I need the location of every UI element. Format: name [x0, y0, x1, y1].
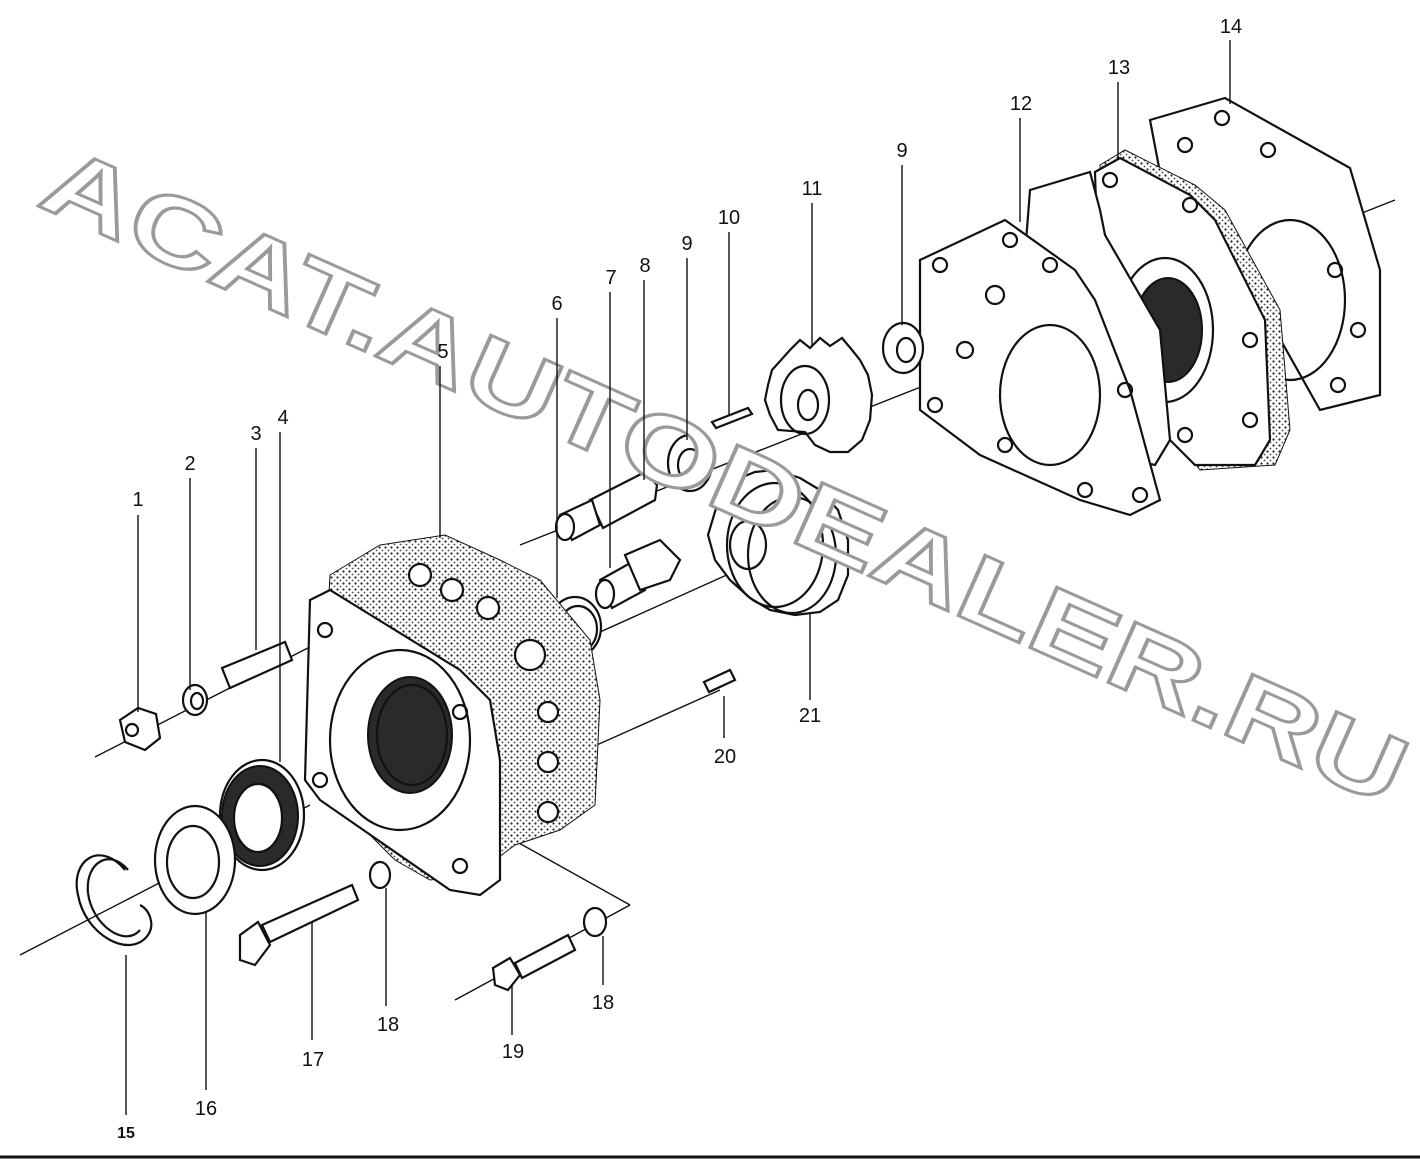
part-2-washer [181, 683, 209, 717]
callout-11: 11 [802, 178, 823, 200]
part-5-pump-housing [303, 534, 601, 897]
callout-8: 8 [639, 255, 650, 277]
callout-17: 17 [302, 1049, 324, 1071]
part-18-lock-washer-left [368, 860, 392, 890]
callout-6: 6 [551, 293, 562, 315]
part-17-long-bolt [238, 883, 360, 967]
part-7-fitting [594, 538, 682, 610]
callout-19: 19 [502, 1041, 524, 1063]
callout-3: 3 [250, 423, 261, 445]
callout-9-right: 9 [896, 140, 907, 162]
callout-12: 12 [1010, 93, 1032, 115]
part-9-thrust-washer [666, 433, 714, 493]
part-12-gasket-plate [918, 170, 1172, 517]
part-4-bearing [218, 758, 306, 872]
part-10-pin [710, 406, 754, 430]
callout-13: 13 [1108, 57, 1130, 79]
callout-2: 2 [184, 453, 195, 475]
callout-labels: 1 2 3 4 5 6 7 8 9 10 11 9 12 13 14 15 16… [117, 16, 1242, 1142]
callout-4: 4 [277, 407, 288, 429]
part-21-driven-gear [706, 468, 850, 617]
callout-21: 21 [799, 705, 821, 727]
part-18-lock-washer-right [582, 906, 608, 938]
callout-18-right: 18 [592, 992, 614, 1014]
callout-18-left: 18 [377, 1014, 399, 1036]
part-3-stud [220, 640, 294, 690]
callout-10: 10 [718, 207, 740, 229]
part-11-drive-gear [763, 336, 874, 454]
callout-7: 7 [605, 267, 616, 289]
callout-16: 16 [195, 1098, 217, 1120]
callout-14: 14 [1220, 16, 1242, 38]
callout-5: 5 [437, 341, 448, 363]
callout-9-center: 9 [681, 233, 692, 255]
callout-1: 1 [132, 489, 143, 511]
part-15-snap-ring [75, 854, 153, 947]
part-1-nut [118, 706, 162, 752]
callout-20: 20 [714, 746, 736, 768]
part-19-short-bolt [491, 933, 577, 992]
part-20-dowel-pin [702, 668, 737, 694]
leader-lines [125, 40, 1231, 1115]
callout-15: 15 [117, 1125, 135, 1142]
part-9-washer-right [881, 321, 925, 375]
part-8-shaft [554, 470, 659, 542]
part-16-thrust-ring [153, 804, 237, 916]
